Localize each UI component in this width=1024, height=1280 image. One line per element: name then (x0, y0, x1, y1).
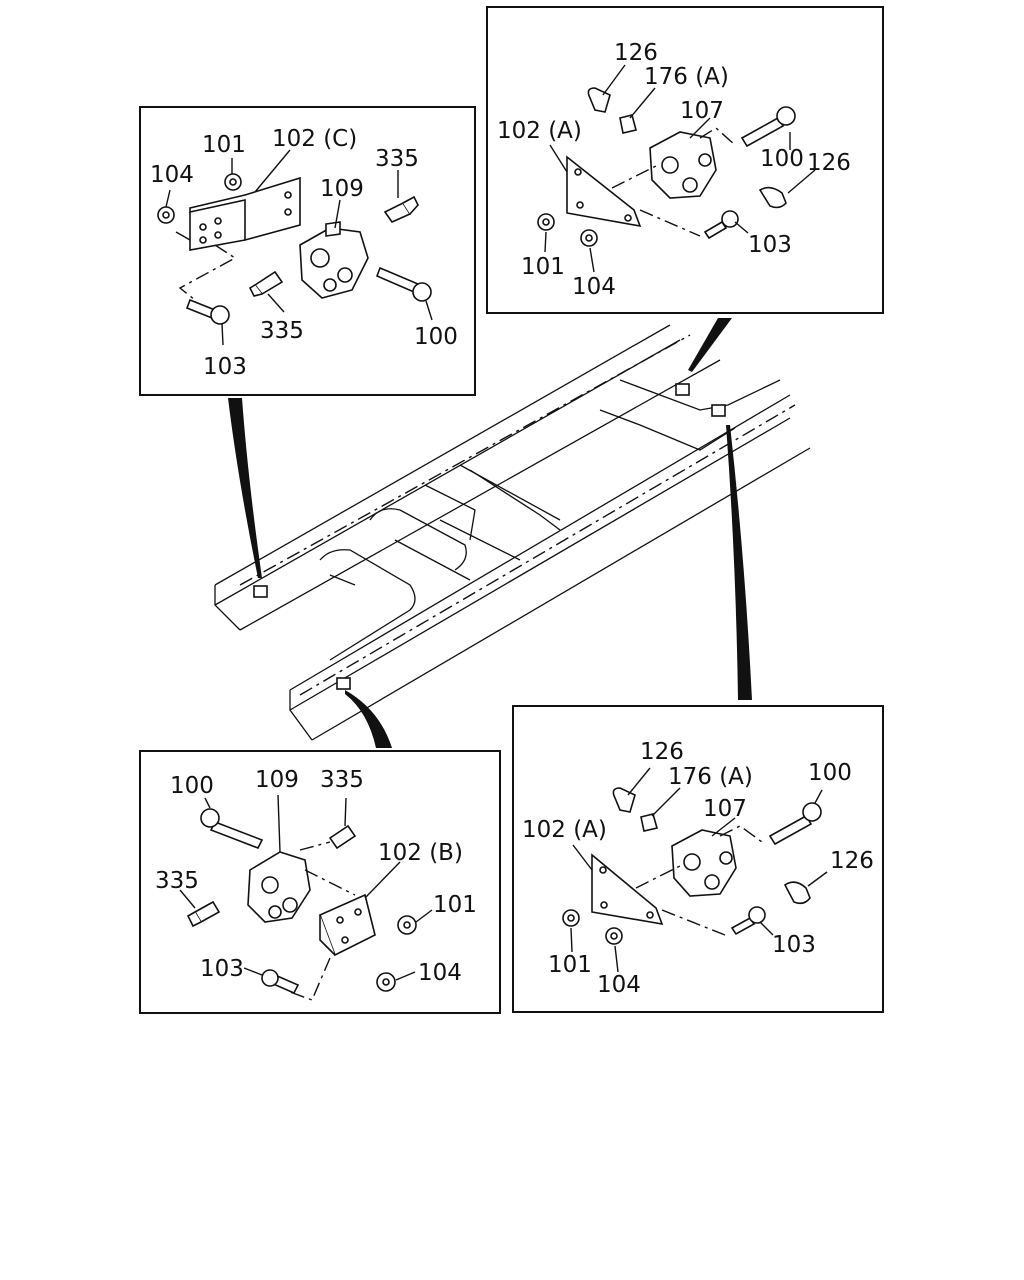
callout-d-126-top: 126 (640, 739, 684, 765)
box-a-labels: 101 102 (C) 104 335 109 335 100 103 (150, 126, 458, 380)
callout-d-101: 101 (548, 952, 592, 978)
callout-a-104: 104 (150, 162, 194, 188)
callout-b-102a: 102 (A) (497, 118, 582, 144)
callout-c-101: 101 (433, 892, 477, 918)
callout-a-100: 100 (414, 324, 458, 350)
callout-d-104: 104 (597, 972, 641, 998)
callout-b-104: 104 (572, 274, 616, 300)
callout-a-109: 109 (320, 176, 364, 202)
detail-pointers (228, 318, 752, 748)
detail-box-b (486, 6, 884, 314)
box-c-labels: 100 109 335 102 (B) 335 101 103 104 (155, 767, 477, 986)
callout-d-107: 107 (703, 796, 747, 822)
callout-b-103: 103 (748, 232, 792, 258)
box-b-labels: 126 176 (A) 107 102 (A) 100 126 101 103 … (497, 40, 851, 300)
callout-a-102c: 102 (C) (272, 126, 357, 152)
callout-b-176a: 176 (A) (644, 64, 729, 90)
callout-d-103: 103 (772, 932, 816, 958)
callout-c-335-left: 335 (155, 868, 199, 894)
callout-c-102b: 102 (B) (378, 840, 463, 866)
callout-c-104: 104 (418, 960, 462, 986)
chassis-frame (214, 324, 811, 741)
callout-d-176a: 176 (A) (668, 764, 753, 790)
box-d-labels: 126 176 (A) 107 100 102 (A) 126 103 101 … (522, 739, 874, 998)
callout-c-103: 103 (200, 956, 244, 982)
detail-box-d (512, 705, 884, 1013)
callout-b-100: 100 (760, 146, 804, 172)
callout-a-335-top: 335 (375, 146, 419, 172)
callout-d-126-right: 126 (830, 848, 874, 874)
callout-d-100: 100 (808, 760, 852, 786)
callout-d-102a: 102 (A) (522, 817, 607, 843)
callout-b-126-right: 126 (807, 150, 851, 176)
callout-a-335-bottom: 335 (260, 318, 304, 344)
callout-b-101: 101 (521, 254, 565, 280)
callout-a-101: 101 (202, 132, 246, 158)
callout-b-126-top: 126 (614, 40, 658, 66)
callout-c-100: 100 (170, 773, 214, 799)
detail-box-c (139, 750, 501, 1014)
callout-c-335-top: 335 (320, 767, 364, 793)
detail-box-a (139, 106, 476, 396)
callout-a-103: 103 (203, 354, 247, 380)
callout-b-107: 107 (680, 98, 724, 124)
callout-c-109: 109 (255, 767, 299, 793)
